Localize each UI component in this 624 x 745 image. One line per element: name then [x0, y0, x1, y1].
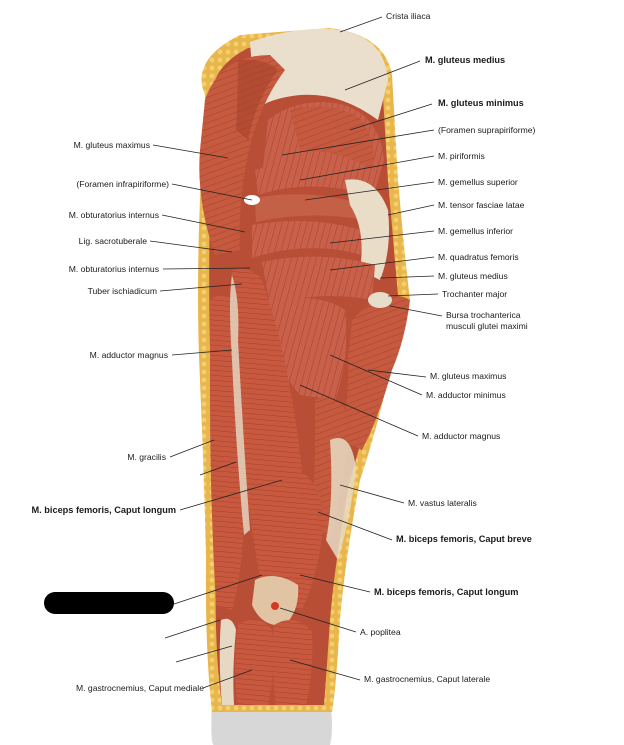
label-obturatorius-internus-2: M. obturatorius internus — [68, 264, 159, 274]
label-gluteus-maximus-left: M. gluteus maximus — [73, 140, 150, 150]
label-tensor-fasciae-latae: M. tensor fasciae latae — [438, 200, 525, 210]
label-gluteus-medius-2: M. gluteus medius — [438, 271, 508, 281]
label-gluteus-minimus: M. gluteus minimus — [438, 98, 524, 108]
label-gemellus-superior: M. gemellus superior — [438, 177, 518, 187]
gastrocnemius-laterale — [272, 619, 313, 705]
label-crista-iliaca: Crista iliaca — [386, 11, 431, 21]
label-biceps-femoris-breve: M. biceps femoris, Caput breve — [396, 534, 532, 544]
redaction-bar — [44, 592, 174, 614]
label-lig-sacrotuberale: Lig. sacrotuberale — [78, 236, 147, 246]
label-adductor-magnus-right: M. adductor magnus — [422, 431, 501, 441]
label-gemellus-inferior: M. gemellus inferior — [438, 226, 513, 236]
gastrocnemius-mediale — [235, 619, 274, 705]
label-adductor-minimus: M. adductor minimus — [426, 390, 506, 400]
label-foramen-infrapiriforme: (Foramen infrapiriforme) — [76, 179, 169, 189]
label-vastus-lateralis: M. vastus lateralis — [408, 498, 477, 508]
label-bursa-2: musculi glutei maximi — [446, 321, 528, 331]
biceps-femoris-caput-longum — [229, 268, 303, 590]
label-foramen-suprapiriforme: (Foramen suprapiriforme) — [438, 125, 536, 135]
label-quadratus-femoris: M. quadratus femoris — [438, 252, 519, 262]
label-tuber-ischiadicum: Tuber ischiadicum — [87, 286, 157, 296]
label-biceps-femoris-longum-left: M. biceps femoris, Caput longum — [31, 505, 176, 515]
label-piriformis: M. piriformis — [438, 151, 485, 161]
gluteus-maximus-muscle — [199, 55, 285, 255]
label-a-poplitea: A. poplitea — [360, 627, 401, 637]
label-adductor-magnus-left: M. adductor magnus — [89, 350, 168, 360]
label-obturatorius-internus-1: M. obturatorius internus — [68, 210, 159, 220]
label-bursa-1: Bursa trochanterica — [446, 310, 521, 320]
label-gracilis: M. gracilis — [127, 452, 166, 462]
gluteus-maximus-flap — [340, 295, 410, 450]
label-gastrocnemius-laterale: M. gastrocnemius, Caput laterale — [364, 674, 491, 684]
label-trochanter-major: Trochanter major — [442, 289, 508, 299]
label-gastrocnemius-mediale: M. gastrocnemius, Caput mediale — [75, 683, 204, 693]
leader-lines-left — [149, 144, 283, 689]
label-gluteus-medius: M. gluteus medius — [425, 55, 506, 65]
label-biceps-femoris-longum-right: M. biceps femoris, Caput longum — [374, 587, 519, 597]
label-gluteus-maximus-right: M. gluteus maximus — [430, 371, 507, 381]
leader-lines-right — [279, 16, 443, 681]
